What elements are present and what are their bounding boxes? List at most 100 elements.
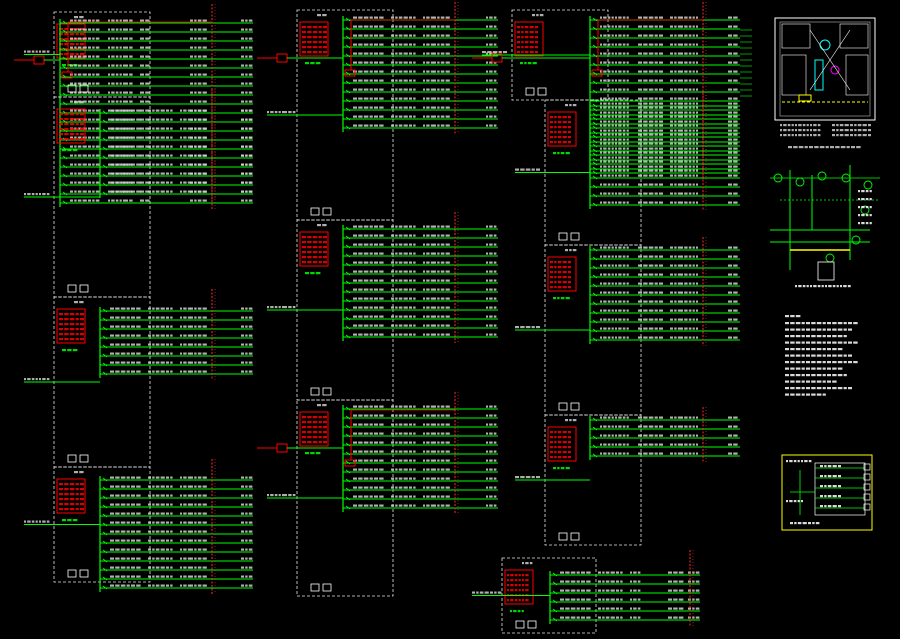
cad-label-glyph bbox=[110, 548, 114, 551]
cad-label-glyph bbox=[445, 234, 450, 237]
cad-label-glyph bbox=[170, 154, 173, 157]
cad-label-glyph bbox=[202, 530, 207, 533]
cad-label-glyph bbox=[395, 432, 398, 435]
cad-label-glyph bbox=[183, 575, 187, 578]
cad-label-glyph bbox=[527, 62, 532, 65]
cad-label-glyph bbox=[409, 234, 412, 237]
cad-label-glyph bbox=[696, 34, 698, 37]
cad-label-glyph bbox=[423, 79, 425, 82]
cad-label-glyph bbox=[618, 336, 622, 339]
cad-label-glyph bbox=[681, 133, 683, 136]
feeder-load-label bbox=[423, 468, 434, 471]
cad-label-glyph bbox=[638, 97, 642, 100]
cad-label-glyph bbox=[654, 264, 658, 267]
cad-label-glyph bbox=[353, 306, 357, 309]
feeder-circuit-id bbox=[728, 336, 738, 339]
cad-label-glyph bbox=[440, 234, 445, 237]
cad-label-glyph bbox=[603, 16, 607, 19]
cad-label-glyph bbox=[241, 548, 244, 551]
cad-label-glyph bbox=[119, 163, 122, 166]
feeder-phase-label bbox=[433, 504, 450, 507]
feeder-phase-label bbox=[433, 252, 450, 255]
panel-tag bbox=[62, 149, 78, 152]
cad-label-glyph bbox=[600, 246, 602, 249]
cad-label-glyph bbox=[120, 494, 126, 497]
cad-label-glyph bbox=[398, 297, 403, 300]
cad-label-glyph bbox=[550, 126, 553, 129]
feeder-breaker-label bbox=[353, 124, 384, 127]
cad-label-glyph bbox=[92, 145, 95, 148]
cad-label-glyph bbox=[155, 118, 160, 121]
cad-label-glyph bbox=[688, 201, 692, 204]
cad-label-glyph bbox=[437, 468, 440, 471]
breaker-symbol bbox=[62, 65, 68, 70]
cad-label-glyph bbox=[312, 246, 318, 249]
cad-label-glyph bbox=[648, 169, 654, 172]
feeder-cable-label bbox=[391, 97, 416, 100]
cad-label-glyph bbox=[202, 325, 207, 328]
cad-label-glyph bbox=[626, 115, 629, 118]
cad-label-glyph bbox=[292, 111, 296, 114]
cad-label-glyph bbox=[111, 46, 115, 49]
feeder-load-label bbox=[423, 495, 434, 498]
cad-label-glyph bbox=[395, 405, 398, 408]
cad-label-glyph bbox=[605, 616, 610, 619]
cad-label-glyph bbox=[430, 279, 434, 282]
cad-label-glyph bbox=[550, 121, 553, 124]
cad-label-glyph bbox=[391, 477, 394, 480]
cad-label-glyph bbox=[688, 452, 692, 455]
cad-label-glyph bbox=[670, 327, 673, 330]
cad-label-glyph bbox=[108, 136, 110, 139]
breaker-symbol bbox=[592, 202, 598, 207]
cad-label-glyph bbox=[187, 307, 191, 310]
cad-label-glyph bbox=[638, 309, 642, 312]
cad-label-glyph bbox=[398, 459, 403, 462]
cad-label-glyph bbox=[677, 106, 682, 109]
cad-label-glyph bbox=[80, 133, 84, 136]
feeder-cable-label bbox=[638, 25, 663, 28]
cad-label-glyph bbox=[363, 279, 369, 282]
cad-label-glyph bbox=[615, 147, 617, 150]
cad-label-glyph bbox=[270, 111, 274, 114]
cad-label-glyph bbox=[493, 79, 497, 82]
breaker-symbol bbox=[345, 226, 351, 231]
breaker-symbol bbox=[345, 478, 351, 483]
cad-label-glyph bbox=[379, 79, 384, 82]
cad-label-glyph bbox=[187, 557, 191, 560]
cad-label-glyph bbox=[27, 378, 31, 381]
cad-label-glyph bbox=[248, 575, 253, 578]
cad-label-glyph bbox=[374, 297, 378, 300]
cad-label-glyph bbox=[131, 503, 135, 506]
cad-label-glyph bbox=[648, 160, 654, 163]
cad-label-glyph bbox=[638, 169, 642, 172]
cad-label-glyph bbox=[423, 124, 425, 127]
cad-label-glyph bbox=[560, 598, 564, 601]
feeder-breaker-label bbox=[110, 539, 141, 542]
feeder-cable-label bbox=[391, 34, 416, 37]
cad-label-glyph bbox=[374, 97, 378, 100]
cad-label-glyph bbox=[305, 62, 309, 65]
cad-label-glyph bbox=[562, 436, 567, 439]
cad-label-glyph bbox=[529, 41, 534, 44]
cad-label-glyph bbox=[622, 61, 626, 64]
feeder-breaker-label bbox=[353, 477, 384, 480]
cad-label-glyph bbox=[618, 106, 622, 109]
cad-label-glyph bbox=[600, 106, 602, 109]
cad-label-glyph bbox=[696, 79, 698, 82]
cad-label-glyph bbox=[409, 252, 412, 255]
cad-label-glyph bbox=[654, 291, 658, 294]
cad-label-glyph bbox=[160, 521, 165, 524]
cad-label-glyph bbox=[379, 115, 384, 118]
cad-label-glyph bbox=[684, 434, 688, 437]
cad-label-glyph bbox=[391, 414, 394, 417]
cad-label-glyph bbox=[202, 566, 207, 569]
cad-label-glyph bbox=[183, 503, 187, 506]
cad-label-glyph bbox=[557, 441, 562, 444]
breaker-symbol bbox=[102, 110, 108, 115]
cad-label-glyph bbox=[170, 512, 173, 515]
cad-label-glyph bbox=[620, 571, 623, 574]
spec-text bbox=[59, 43, 84, 46]
cad-label-glyph bbox=[696, 165, 698, 168]
feeder-load-label bbox=[423, 459, 434, 462]
cad-label-glyph bbox=[115, 109, 120, 112]
